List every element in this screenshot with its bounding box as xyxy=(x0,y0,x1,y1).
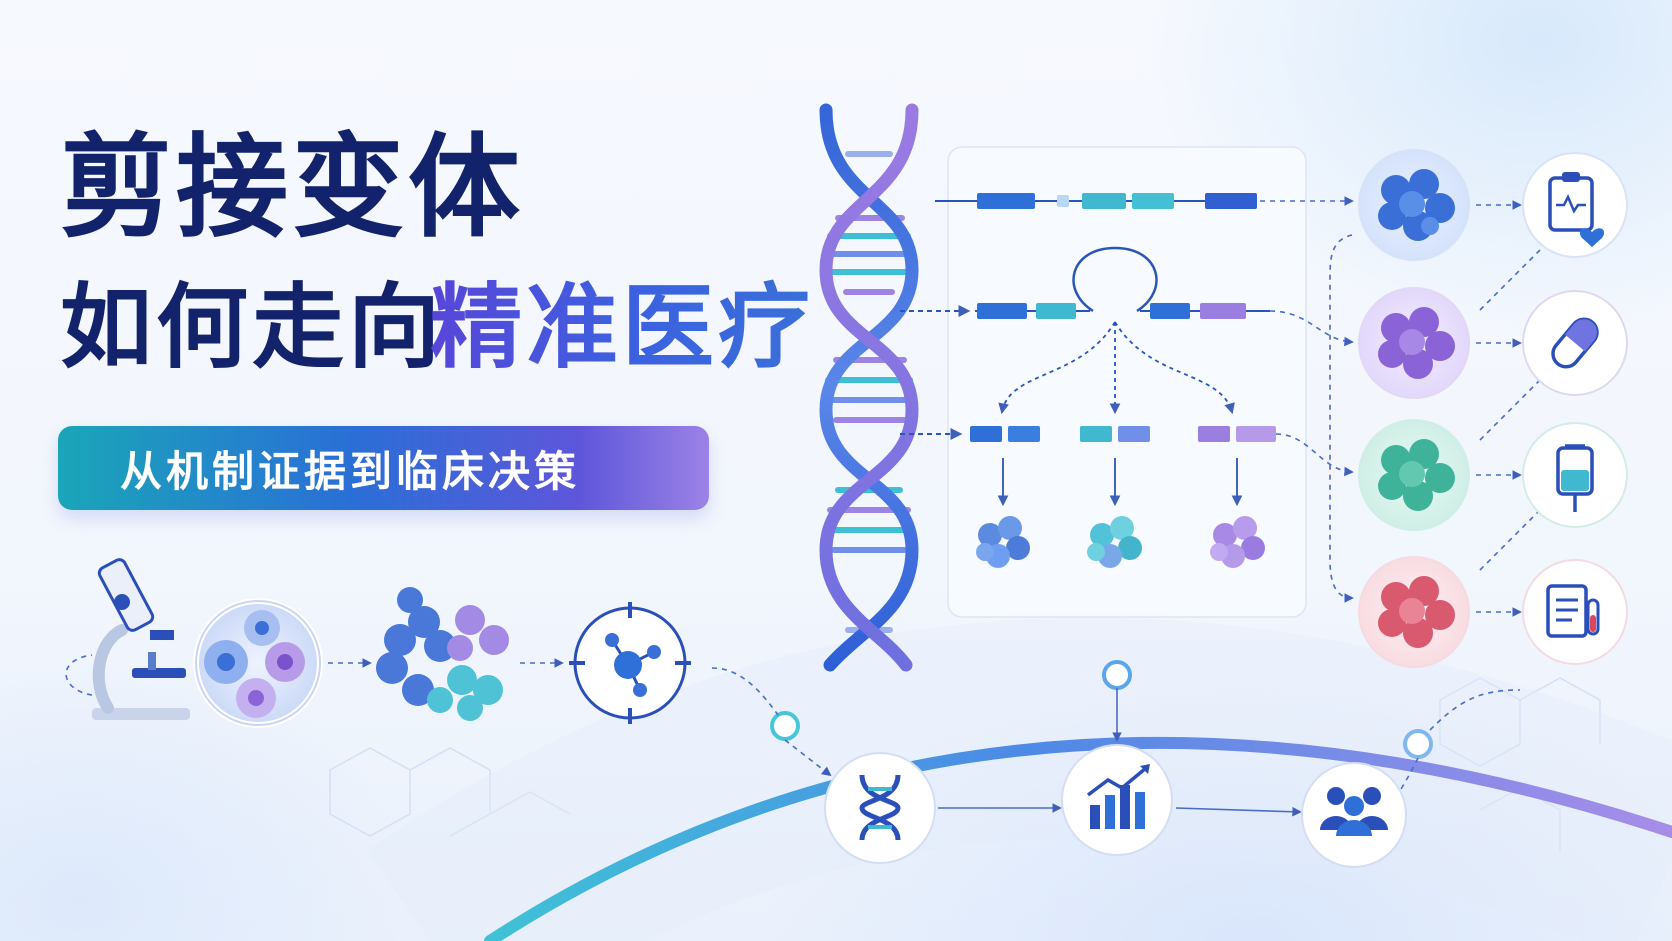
purple-cell-icon xyxy=(1358,287,1470,399)
cell-column xyxy=(1358,149,1470,668)
subtitle-text: 从机制证据到临床决策 xyxy=(120,446,581,496)
people-icon xyxy=(1301,762,1407,868)
outcome-column xyxy=(1522,152,1628,665)
pill-capsule-icon xyxy=(1522,290,1628,396)
splicing-panel xyxy=(947,146,1307,618)
molecule-target-icon xyxy=(569,602,691,724)
timeline-arc xyxy=(484,736,1672,941)
cell-connectors xyxy=(1260,196,1541,617)
green-cell-icon xyxy=(1358,419,1470,531)
dna-helix xyxy=(819,103,919,672)
protein-teal-icon xyxy=(1087,516,1142,568)
bar-chart-icon xyxy=(1061,744,1173,856)
title-line-2-highlight: 精准医疗 xyxy=(430,268,814,388)
dna-icon xyxy=(824,752,936,864)
protein-cluster-icon xyxy=(376,587,509,721)
blue-cell-icon xyxy=(1358,149,1470,261)
subtitle-banner: 从机制证据到临床决策 xyxy=(58,426,709,510)
timeline-icons xyxy=(784,688,1521,868)
lab-report-icon xyxy=(1522,559,1628,665)
title-line-2-prefix: 如何走向 xyxy=(60,274,445,381)
cell-sample-icon xyxy=(193,598,323,728)
microscope-icon xyxy=(92,558,190,720)
splicing-diagram xyxy=(900,193,1276,568)
timeline-nodes xyxy=(770,660,1433,759)
clipboard-heart-icon xyxy=(1522,152,1628,258)
protein-blue-icon xyxy=(976,516,1030,568)
title-line-1: 剪接变体 xyxy=(60,123,524,253)
red-cell-icon xyxy=(1358,556,1470,668)
iv-bag-icon xyxy=(1522,422,1628,528)
protein-purple-icon xyxy=(1210,516,1265,568)
pipeline xyxy=(65,558,779,728)
